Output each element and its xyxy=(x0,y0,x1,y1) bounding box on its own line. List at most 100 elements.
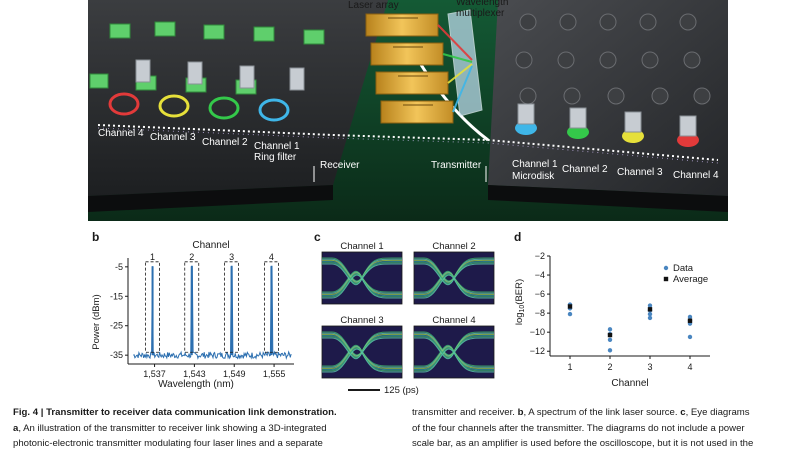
rx-channel-3-label: Channel 3 xyxy=(150,132,196,143)
average-point xyxy=(647,307,653,312)
chart-b-xtick-label: 1,543 xyxy=(183,369,206,379)
eye-title-4: Channel 4 xyxy=(432,315,475,326)
chart-d-xlabel: Channel xyxy=(611,378,648,389)
chart-b-ytick-label: -5 xyxy=(115,262,123,272)
chart-d-xtick-label: 3 xyxy=(647,362,652,372)
data-point xyxy=(607,348,613,353)
laser-array-label: Laser array xyxy=(348,0,399,11)
caption-right: transmitter and receiver. b, A spectrum … xyxy=(412,405,792,452)
ring-filters xyxy=(108,92,290,122)
eye-trace xyxy=(361,337,402,373)
link-illustration: Laser array Wavelength multiplexer Chann… xyxy=(88,0,728,221)
tx-channel-4-label: Channel 4 xyxy=(673,170,719,181)
peak-box-4 xyxy=(264,261,279,353)
caption-left: Fig. 4 | Transmitter to receiver data co… xyxy=(13,405,398,452)
caption-r1-mid: , A spectrum of the link laser source. xyxy=(523,407,681,418)
peak-label-3: 3 xyxy=(229,252,234,262)
data-point xyxy=(687,334,693,340)
caption-r1-end: , Eye diagrams xyxy=(685,407,750,418)
eye-title-3: Channel 3 xyxy=(340,315,383,326)
chart-d-xtick-label: 4 xyxy=(687,362,692,372)
average-point xyxy=(567,304,573,309)
peak-label-4: 4 xyxy=(269,252,274,262)
legend-average-marker xyxy=(663,276,669,282)
pad-array xyxy=(515,13,711,105)
multiplexer-label-2: multiplexer xyxy=(456,8,505,19)
panel-c-label: c xyxy=(314,230,321,244)
eye-diagrams: Channel 1 Channel 2 Channel 3 Channel 4 125 … xyxy=(321,241,495,396)
chart-b-xtick-label: 1,537 xyxy=(143,369,166,379)
chart-b-xtick-label: 1,549 xyxy=(223,369,246,379)
eye-trace xyxy=(453,263,494,299)
eye-title-2: Channel 2 xyxy=(432,241,475,252)
caption-line-3: photonic-electronic transmitter modulati… xyxy=(13,438,323,449)
laser-array xyxy=(365,13,454,124)
rx-channel-2-label: Channel 2 xyxy=(202,137,248,148)
chart-d-ytick-label: −6 xyxy=(535,289,545,299)
multiplexer-beams xyxy=(437,24,473,113)
caption-r1-start: transmitter and receiver. xyxy=(412,407,518,418)
chart-d-xtick-label: 2 xyxy=(607,362,612,372)
chart-b-ylabel: Power (dBm) xyxy=(91,294,102,349)
chart-d-marks xyxy=(567,302,693,353)
microdisks xyxy=(515,103,699,147)
data-point xyxy=(607,337,613,343)
eye-title-1: Channel 1 xyxy=(340,241,383,252)
figure-title: Fig. 4 | Transmitter to receiver data co… xyxy=(13,407,337,418)
chart-b-ytick-label: -35 xyxy=(110,350,123,360)
eye-trace xyxy=(453,337,494,373)
peak-box-3 xyxy=(224,261,239,353)
peak-label-2: 2 xyxy=(189,252,194,262)
legend-data-marker xyxy=(663,265,669,271)
legend-data-label: Data xyxy=(673,263,694,274)
eye-trace xyxy=(414,337,455,373)
spectrum-trace xyxy=(133,265,292,360)
receiver-label: Receiver xyxy=(320,160,360,171)
scale-bar-label: 125 (ps) xyxy=(384,385,419,396)
average-point xyxy=(607,332,613,338)
rx-channel-4-label: Channel 4 xyxy=(98,128,144,139)
panel-d-label: d xyxy=(514,230,522,244)
caption-a-text: , An illustration of the transmitter to … xyxy=(18,422,327,434)
peak-box-1 xyxy=(145,261,160,353)
caption-r-line-2: of the four channels after the transmitt… xyxy=(412,422,745,434)
chart-d-ylabel: log10(BER) xyxy=(514,279,526,325)
eye-trace xyxy=(414,263,455,299)
legend-average-label: Average xyxy=(673,274,708,285)
chart-b-ytick-label: -25 xyxy=(110,321,123,331)
data-point xyxy=(647,311,653,317)
chart-d-ytick-label: −10 xyxy=(530,327,545,337)
chart-d-ytick-label: −8 xyxy=(535,308,545,318)
eye-trace xyxy=(361,263,402,299)
data-point xyxy=(607,327,613,332)
eye-traces-1 xyxy=(322,257,402,299)
transmitter-label: Transmitter xyxy=(431,160,482,171)
data-point xyxy=(647,303,653,308)
peak-box-2 xyxy=(184,261,200,353)
tx-channel-3-label: Channel 3 xyxy=(617,167,663,178)
multiplexer-label-1: Wavelength xyxy=(456,0,508,8)
eye-trace xyxy=(322,263,363,299)
wavelength-multiplexer xyxy=(447,9,483,117)
chart-b-xtick-label: 1,555 xyxy=(263,369,286,379)
receiver-chip xyxy=(88,0,388,196)
data-point xyxy=(647,315,653,321)
caption-a-letter: a xyxy=(13,422,19,434)
ring-filter-label: Ring filter xyxy=(254,152,297,163)
eye-traces-3 xyxy=(322,331,402,373)
chart-d-ytick-label: −2 xyxy=(535,251,545,261)
chart-b-marks: 1 2 3 4 xyxy=(133,252,292,360)
chart-d-ytick-label: −4 xyxy=(535,270,545,280)
eye-traces-4 xyxy=(414,331,494,373)
chart-d-ytick-label: −12 xyxy=(530,346,545,356)
average-point xyxy=(687,318,693,323)
caption-c-letter: c xyxy=(680,407,686,418)
rx-channel-1-label: Channel 1 xyxy=(254,141,300,152)
peak-label-1: 1 xyxy=(150,252,155,262)
tx-channel-2-label: Channel 2 xyxy=(562,164,608,175)
data-point xyxy=(687,314,693,320)
